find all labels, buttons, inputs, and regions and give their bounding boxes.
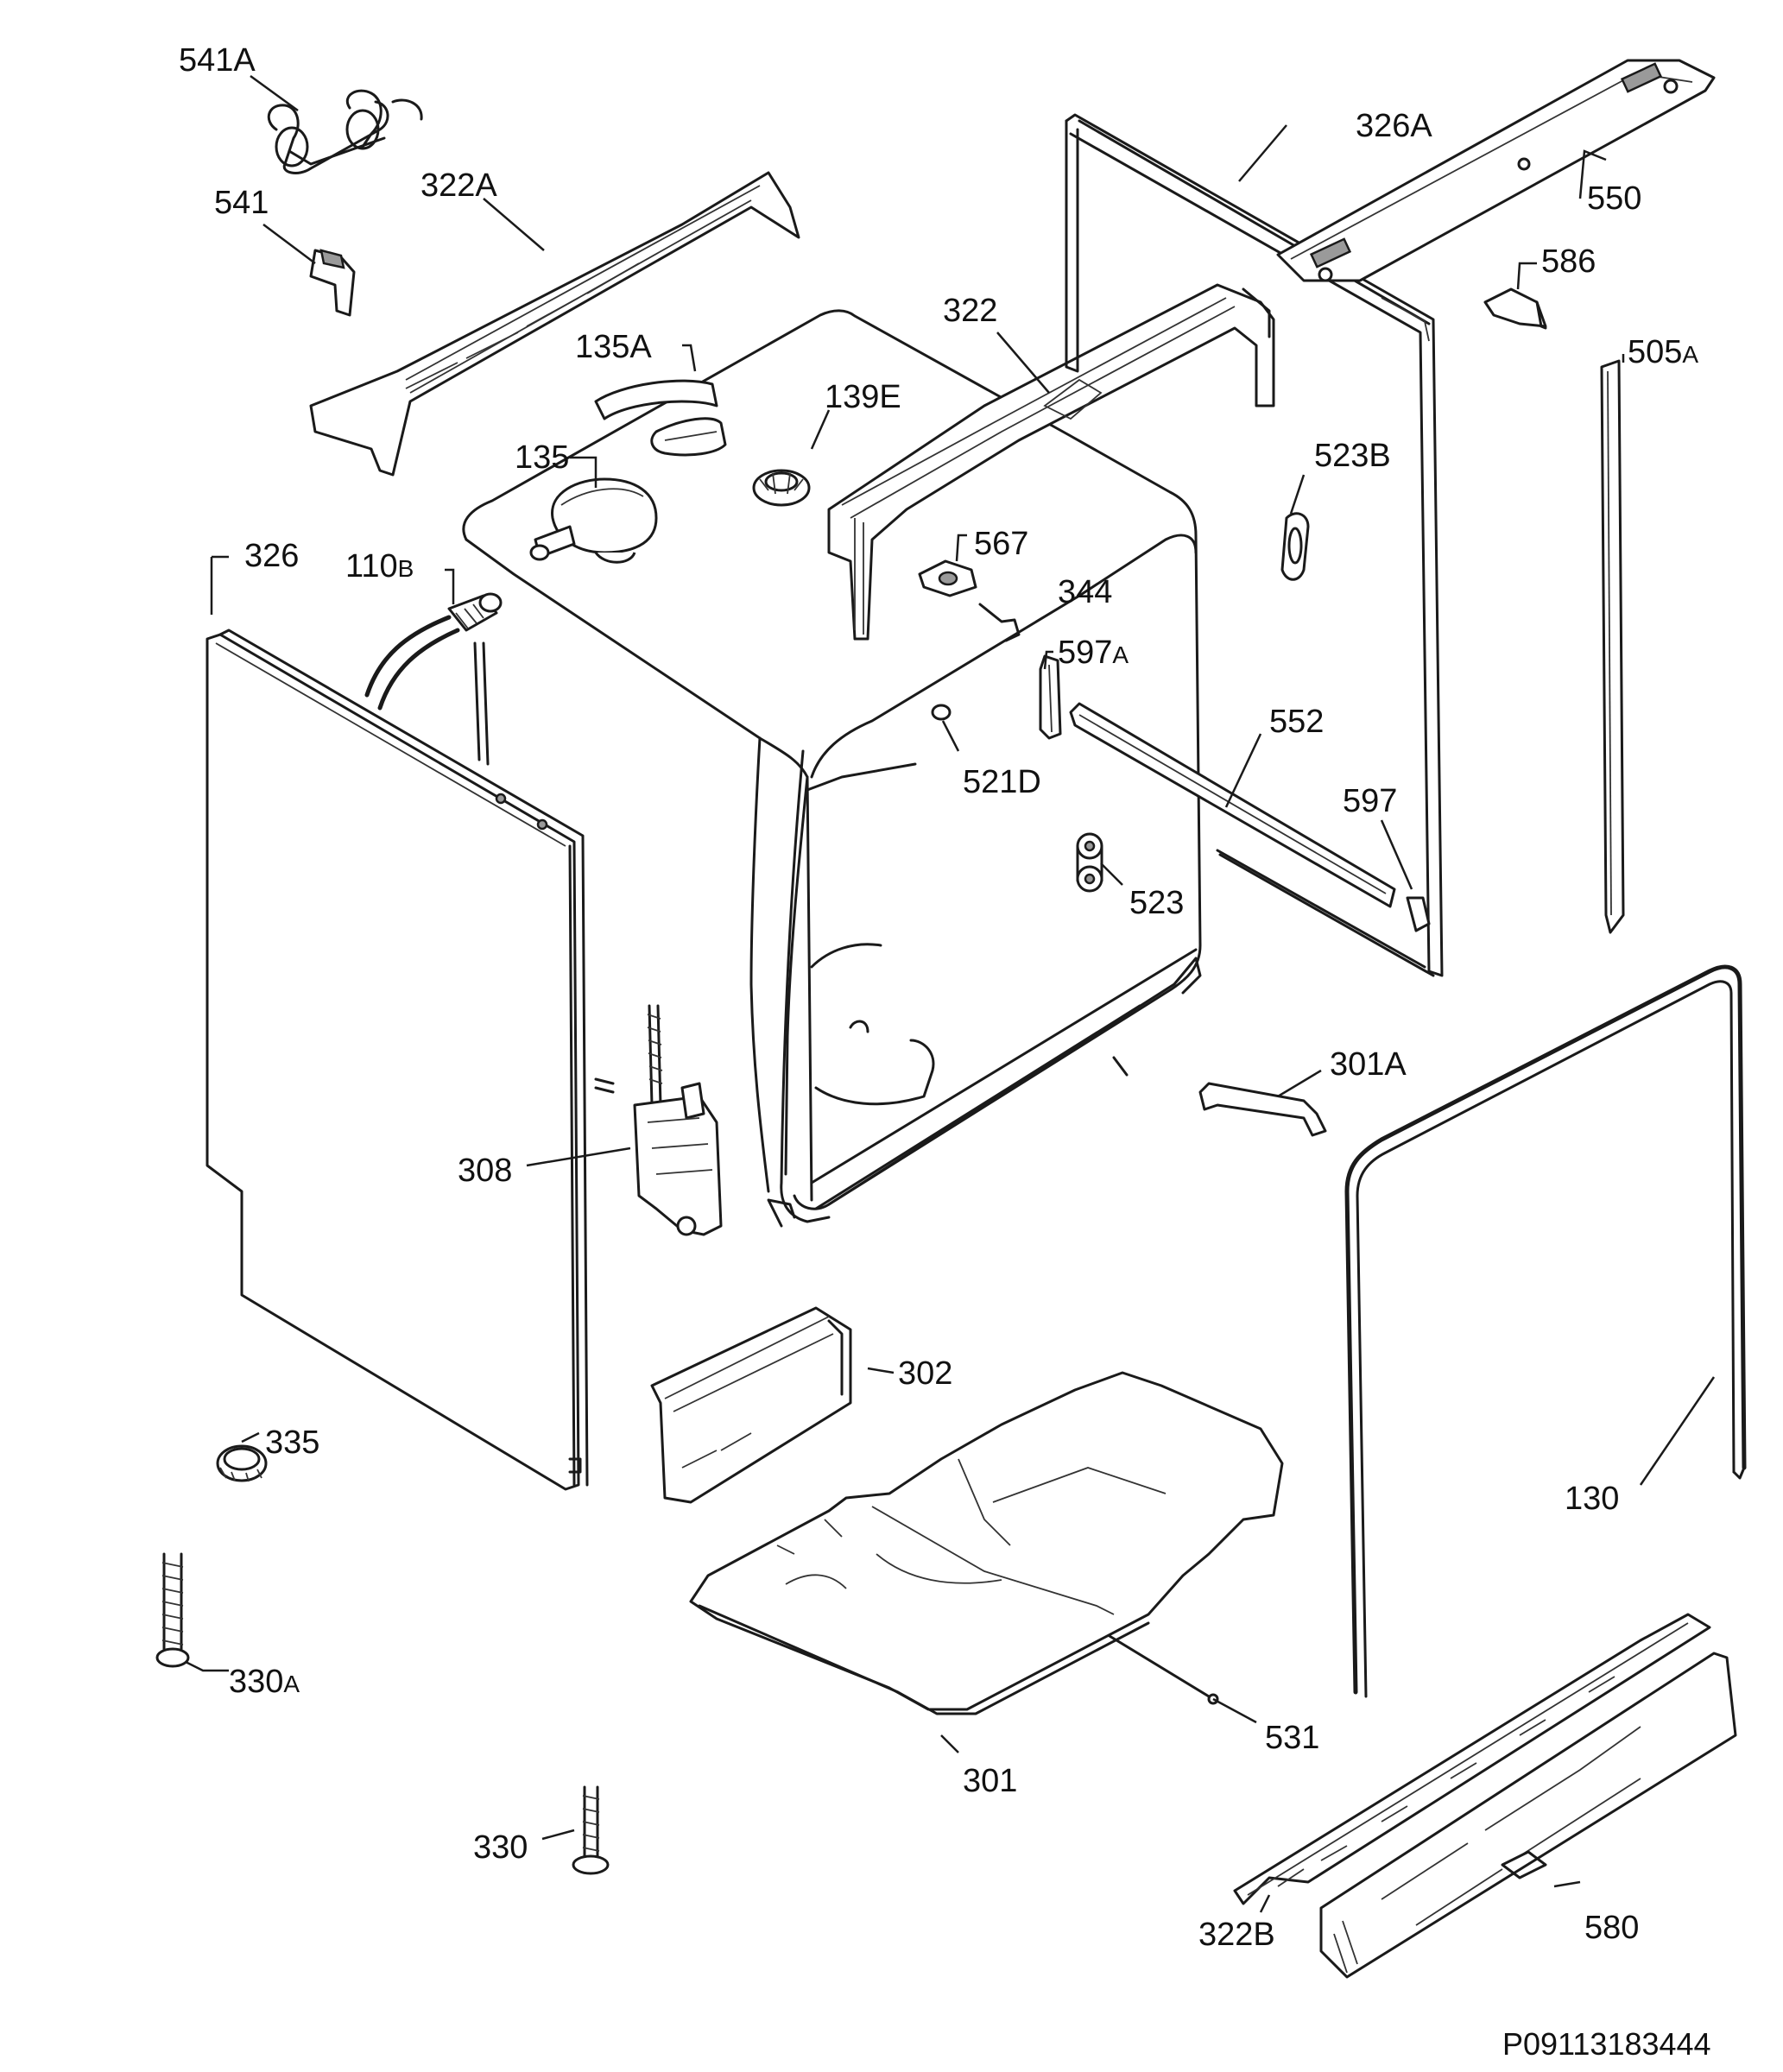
part-550-top-strip: [1276, 59, 1716, 282]
callout-552: 552: [1269, 704, 1324, 740]
part-330-screw: [572, 1785, 610, 1875]
part-326A-side-panel: [1065, 113, 1444, 977]
callout-550: 550: [1587, 180, 1641, 217]
callout-335: 335: [265, 1424, 319, 1461]
part-505A-seal-strip: [1600, 359, 1625, 934]
callout-567: 567: [974, 526, 1028, 562]
callout-597A-number: 597: [1058, 635, 1112, 671]
part-308-door-hinge: [594, 1004, 723, 1236]
part-330A-screw: [155, 1552, 190, 1668]
callout-326: 326: [244, 538, 299, 574]
callout-505A: 505A: [1628, 334, 1698, 370]
part-302-bracket: [650, 1306, 852, 1504]
part-326-side-panel: [205, 629, 589, 1491]
drawing-code: P09113183444: [1502, 2026, 1711, 2062]
part-135-detergent-funnel: [529, 477, 658, 564]
callout-330A-suffix: A: [283, 1671, 300, 1697]
callout-110B: 110B: [345, 548, 414, 584]
callout-135A: 135A: [575, 329, 652, 365]
part-521D-nut: [931, 704, 952, 721]
callout-301A: 301A: [1330, 1046, 1407, 1083]
part-567-clip: [918, 559, 977, 597]
part-301-base-tray: [689, 1371, 1284, 1715]
callout-344: 344: [1058, 574, 1112, 610]
part-541A-hose-clips: [267, 89, 423, 174]
callout-541A: 541A: [179, 42, 256, 79]
part-301A-guide: [1198, 1082, 1327, 1137]
leader-lines: [185, 74, 1716, 1913]
callout-322B: 322B: [1198, 1917, 1275, 1953]
part-322-top-frame: [827, 283, 1275, 641]
callout-130: 130: [1565, 1481, 1619, 1517]
callout-597: 597: [1343, 783, 1397, 819]
part-552-rail: [1069, 702, 1396, 908]
part-523B-bearing: [1280, 512, 1310, 581]
part-335-nut: [216, 1444, 268, 1482]
callout-labels: 541A 541 322A 135A 135 139E 322 326A 550…: [179, 42, 1698, 1953]
callout-330: 330: [473, 1829, 528, 1866]
part-597-clip: [1406, 896, 1431, 932]
part-139E-float: [752, 469, 811, 507]
callout-322: 322: [943, 293, 997, 329]
part-580-base-frame: [1319, 1652, 1737, 1979]
part-110B-hose: [364, 592, 503, 766]
part-135A-ring: [594, 379, 727, 457]
callout-580: 580: [1584, 1910, 1639, 1946]
callout-330A: 330A: [229, 1664, 300, 1700]
callout-301: 301: [963, 1763, 1017, 1799]
part-344-pin: [978, 603, 1021, 642]
callout-523B: 523B: [1314, 438, 1391, 474]
callout-110B-number: 110: [345, 548, 398, 584]
callout-326A: 326A: [1356, 108, 1432, 144]
callout-521D: 521D: [963, 764, 1041, 800]
callout-302: 302: [898, 1355, 952, 1392]
callout-586: 586: [1541, 243, 1596, 280]
callout-505-suffix: A: [1682, 341, 1698, 368]
part-523-roller: [1076, 832, 1103, 893]
callout-505-number: 505: [1628, 334, 1682, 370]
part-541-bracket: [309, 249, 356, 317]
callout-597A-suffix: A: [1112, 641, 1129, 668]
callout-597A: 597A: [1058, 635, 1129, 671]
callout-541: 541: [214, 185, 269, 221]
part-586-bracket: [1483, 287, 1547, 330]
part-322A-top-rail: [309, 171, 800, 477]
part-531-rod: [1108, 1634, 1219, 1705]
callout-330A-number: 330: [229, 1664, 283, 1700]
callout-110B-suffix: B: [398, 555, 414, 582]
part-tub-body: [462, 309, 1202, 1228]
callout-523: 523: [1129, 885, 1184, 921]
callout-531: 531: [1265, 1720, 1319, 1756]
callout-308: 308: [458, 1153, 512, 1189]
part-597A-clip: [1039, 654, 1062, 740]
part-130-door-seal: [1344, 964, 1747, 1698]
callout-139E: 139E: [825, 379, 901, 415]
part-322B-bottom-rail: [1233, 1613, 1711, 1905]
callout-135: 135: [515, 439, 569, 476]
callout-322A: 322A: [420, 167, 497, 204]
